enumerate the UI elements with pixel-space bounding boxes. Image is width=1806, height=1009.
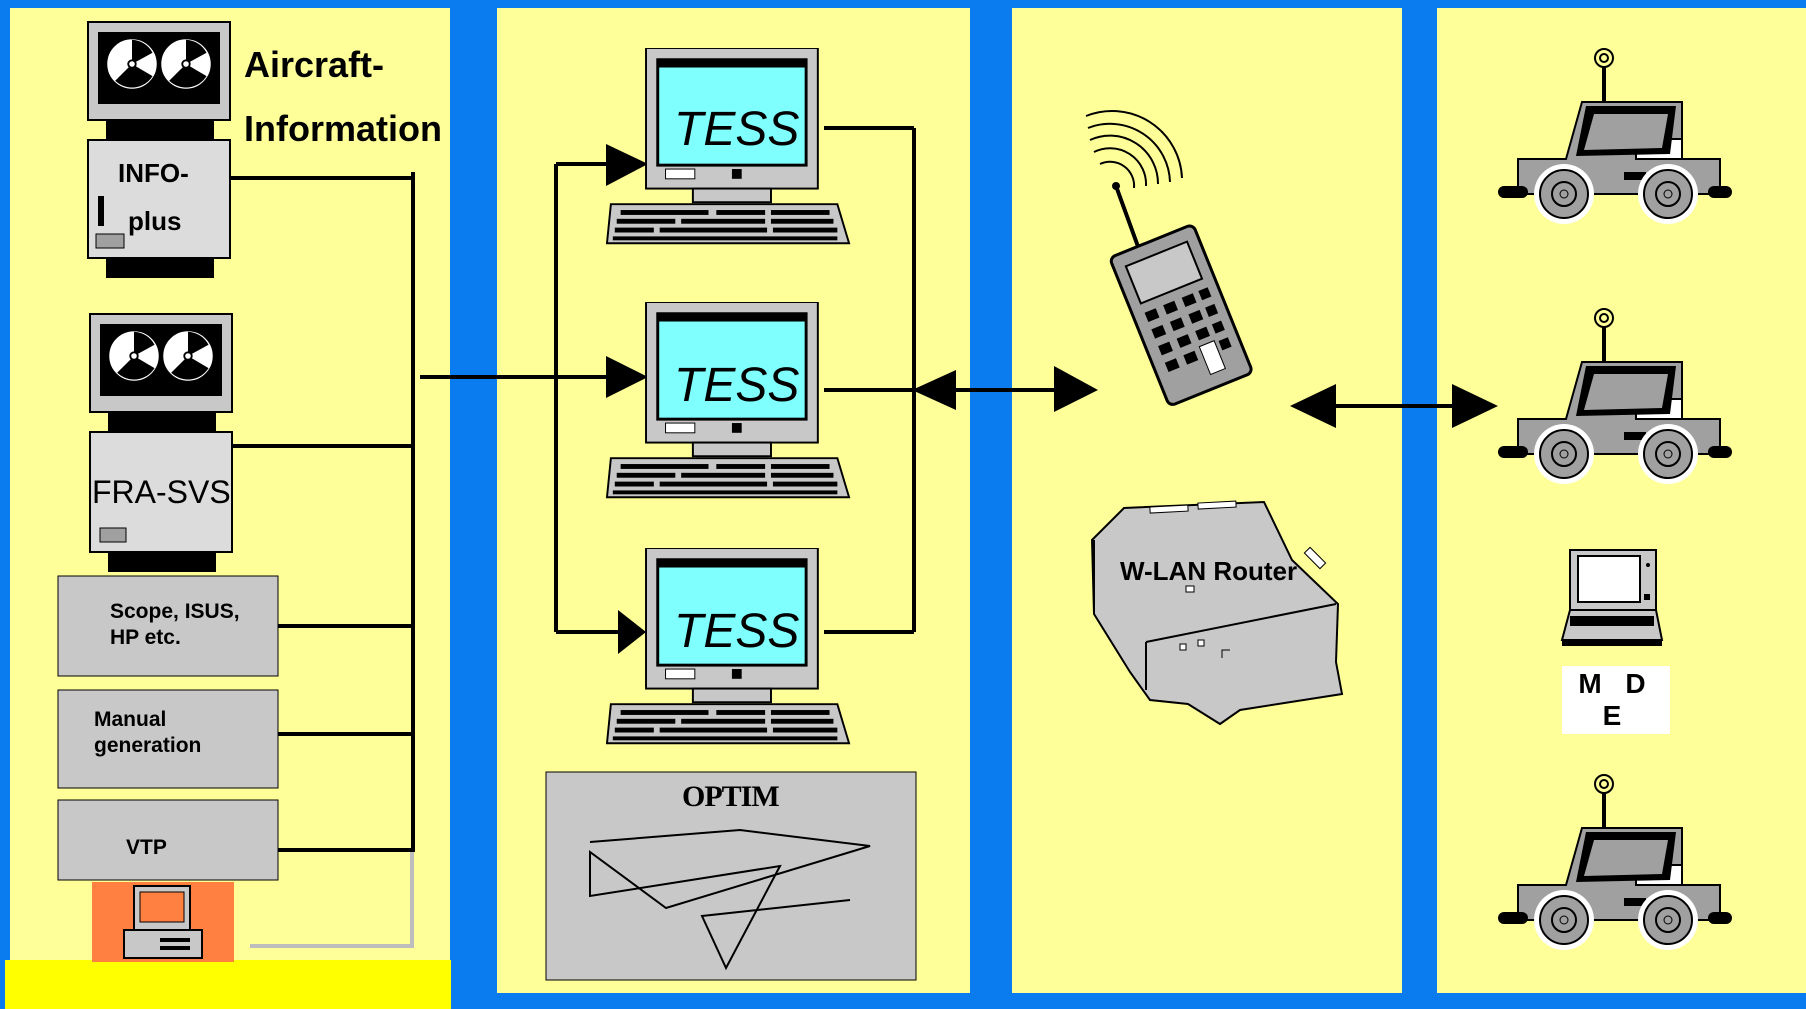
scope-isus-box	[57, 575, 279, 677]
frasvs-tape-drive	[89, 313, 233, 572]
tug-vehicle-3	[1496, 773, 1734, 952]
frasvs-label: FRA-SVS	[92, 474, 231, 510]
source-bus-lines	[230, 172, 612, 852]
link-arrow-right	[1452, 384, 1498, 428]
tess-distribution-lines	[554, 126, 1066, 634]
infoplus-tape-drive	[87, 21, 231, 278]
tess-label-3: TESS	[674, 605, 800, 658]
vtp-box	[57, 799, 279, 881]
handheld-radio	[1085, 109, 1253, 406]
wlan-router-label: W-LAN Router	[1120, 556, 1298, 586]
network-panel	[1012, 8, 1402, 993]
tess-label-1: TESS	[674, 103, 800, 156]
vtp-terminal	[92, 882, 234, 962]
tug-vehicle-1	[1496, 47, 1734, 226]
vtp-link-line	[250, 852, 414, 948]
infoplus-label-1: INFO-	[118, 158, 189, 188]
vtp-label: VTP	[126, 836, 167, 859]
footer-bar	[5, 960, 451, 1009]
optim-box	[545, 771, 917, 981]
optim-label: OPTIM	[682, 780, 780, 813]
aircraft-info-label-2: Information	[244, 108, 442, 149]
scope-label-1: Scope, ISUS,	[110, 600, 240, 623]
manual-generation-box	[57, 689, 279, 789]
tug-vehicle-2	[1496, 307, 1734, 486]
manual-label-2: generation	[94, 734, 202, 757]
link-arrow-left	[1290, 384, 1336, 428]
infoplus-label-2: plus	[128, 206, 182, 236]
tess-label-2: TESS	[674, 359, 800, 412]
mde-laptop	[1560, 549, 1664, 646]
aircraft-info-label-1: Aircraft-	[244, 44, 385, 85]
manual-label-1: Manual	[94, 708, 167, 731]
mde-label: M D E	[1562, 666, 1670, 734]
tess-arrowheads	[606, 144, 1098, 654]
wlan-router	[1090, 500, 1344, 726]
scope-label-2: HP etc.	[110, 626, 181, 649]
